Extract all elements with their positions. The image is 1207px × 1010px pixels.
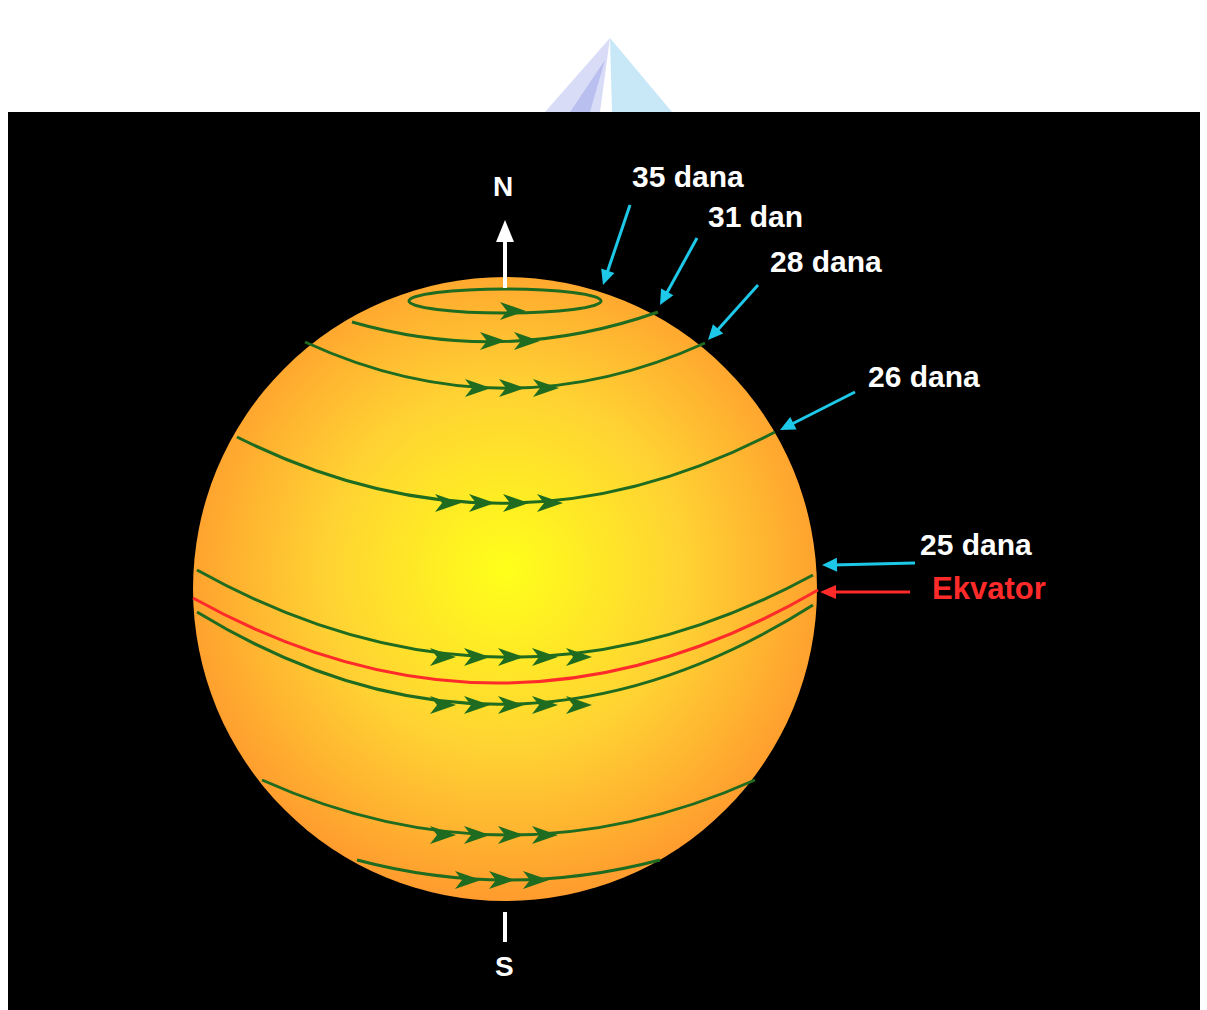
- rotation-chevron: [566, 648, 592, 666]
- rotation-chevron: [498, 826, 524, 844]
- leader-line: [664, 238, 697, 298]
- leader-arrowhead: [601, 269, 614, 285]
- equator-line: [193, 590, 818, 683]
- rotation-chevron: [430, 696, 456, 714]
- rotation-chevron: [455, 871, 481, 889]
- leader-arrowhead: [780, 417, 797, 430]
- rotation-chevron: [532, 696, 558, 714]
- latitude-line: [262, 780, 755, 835]
- rotation-chevron: [469, 494, 495, 512]
- period-label: 25 dana: [920, 528, 1032, 561]
- rotation-chevron: [489, 871, 515, 889]
- rotation-chevron: [500, 302, 526, 320]
- rotation-chevron: [537, 494, 563, 512]
- pole-label: S: [495, 952, 514, 983]
- rotation-chevron: [532, 826, 558, 844]
- latitude-line: [237, 432, 775, 503]
- watermark: [545, 38, 610, 112]
- period-label: 31 dan: [708, 200, 803, 233]
- latitude-lines: [197, 289, 813, 880]
- leader-line: [788, 392, 855, 426]
- leader-line: [714, 285, 758, 334]
- rotation-chevron: [464, 826, 490, 844]
- sun-sphere: [193, 277, 817, 901]
- period-label: 26 dana: [868, 360, 980, 393]
- period-label: 35 dana: [632, 160, 744, 193]
- rotation-chevron: [533, 379, 559, 397]
- rotation-chevron: [498, 648, 524, 666]
- latitude-line: [357, 860, 660, 880]
- rotation-chevron: [465, 379, 491, 397]
- leader-arrowhead: [660, 288, 673, 305]
- background: [8, 112, 1200, 1010]
- rotation-chevron: [523, 871, 549, 889]
- north-axis: [503, 238, 507, 288]
- rotation-arrows: [430, 302, 592, 889]
- latitude-line: [197, 605, 813, 704]
- leader-arrowheads: [601, 269, 837, 572]
- rotation-chevron: [566, 696, 592, 714]
- rotation-chevron: [503, 494, 529, 512]
- south-axis: [503, 912, 507, 942]
- period-label: 28 dana: [770, 245, 882, 278]
- rotation-chevron: [480, 332, 506, 350]
- rotation-chevron: [499, 379, 525, 397]
- equator-label: Ekvator: [932, 572, 1046, 606]
- watermark: [570, 60, 605, 112]
- leader-arrowhead: [708, 324, 723, 340]
- watermark: [610, 38, 672, 112]
- leader-line: [832, 563, 915, 565]
- north-arrowhead: [496, 220, 514, 242]
- rotation-chevron: [430, 648, 456, 666]
- equator-arrowhead: [820, 585, 836, 599]
- pole-label: N: [493, 172, 513, 203]
- rotation-chevron: [435, 494, 461, 512]
- rotation-chevron: [430, 826, 456, 844]
- equator-leader: [832, 591, 910, 594]
- rotation-chevron: [464, 696, 490, 714]
- leader-line: [606, 205, 630, 276]
- rotation-chevron: [464, 648, 490, 666]
- rotation-chevron: [498, 696, 524, 714]
- rotation-chevron: [532, 648, 558, 666]
- rotation-chevron: [514, 332, 540, 350]
- latitude-line: [409, 289, 601, 313]
- leader-arrowhead: [822, 558, 837, 572]
